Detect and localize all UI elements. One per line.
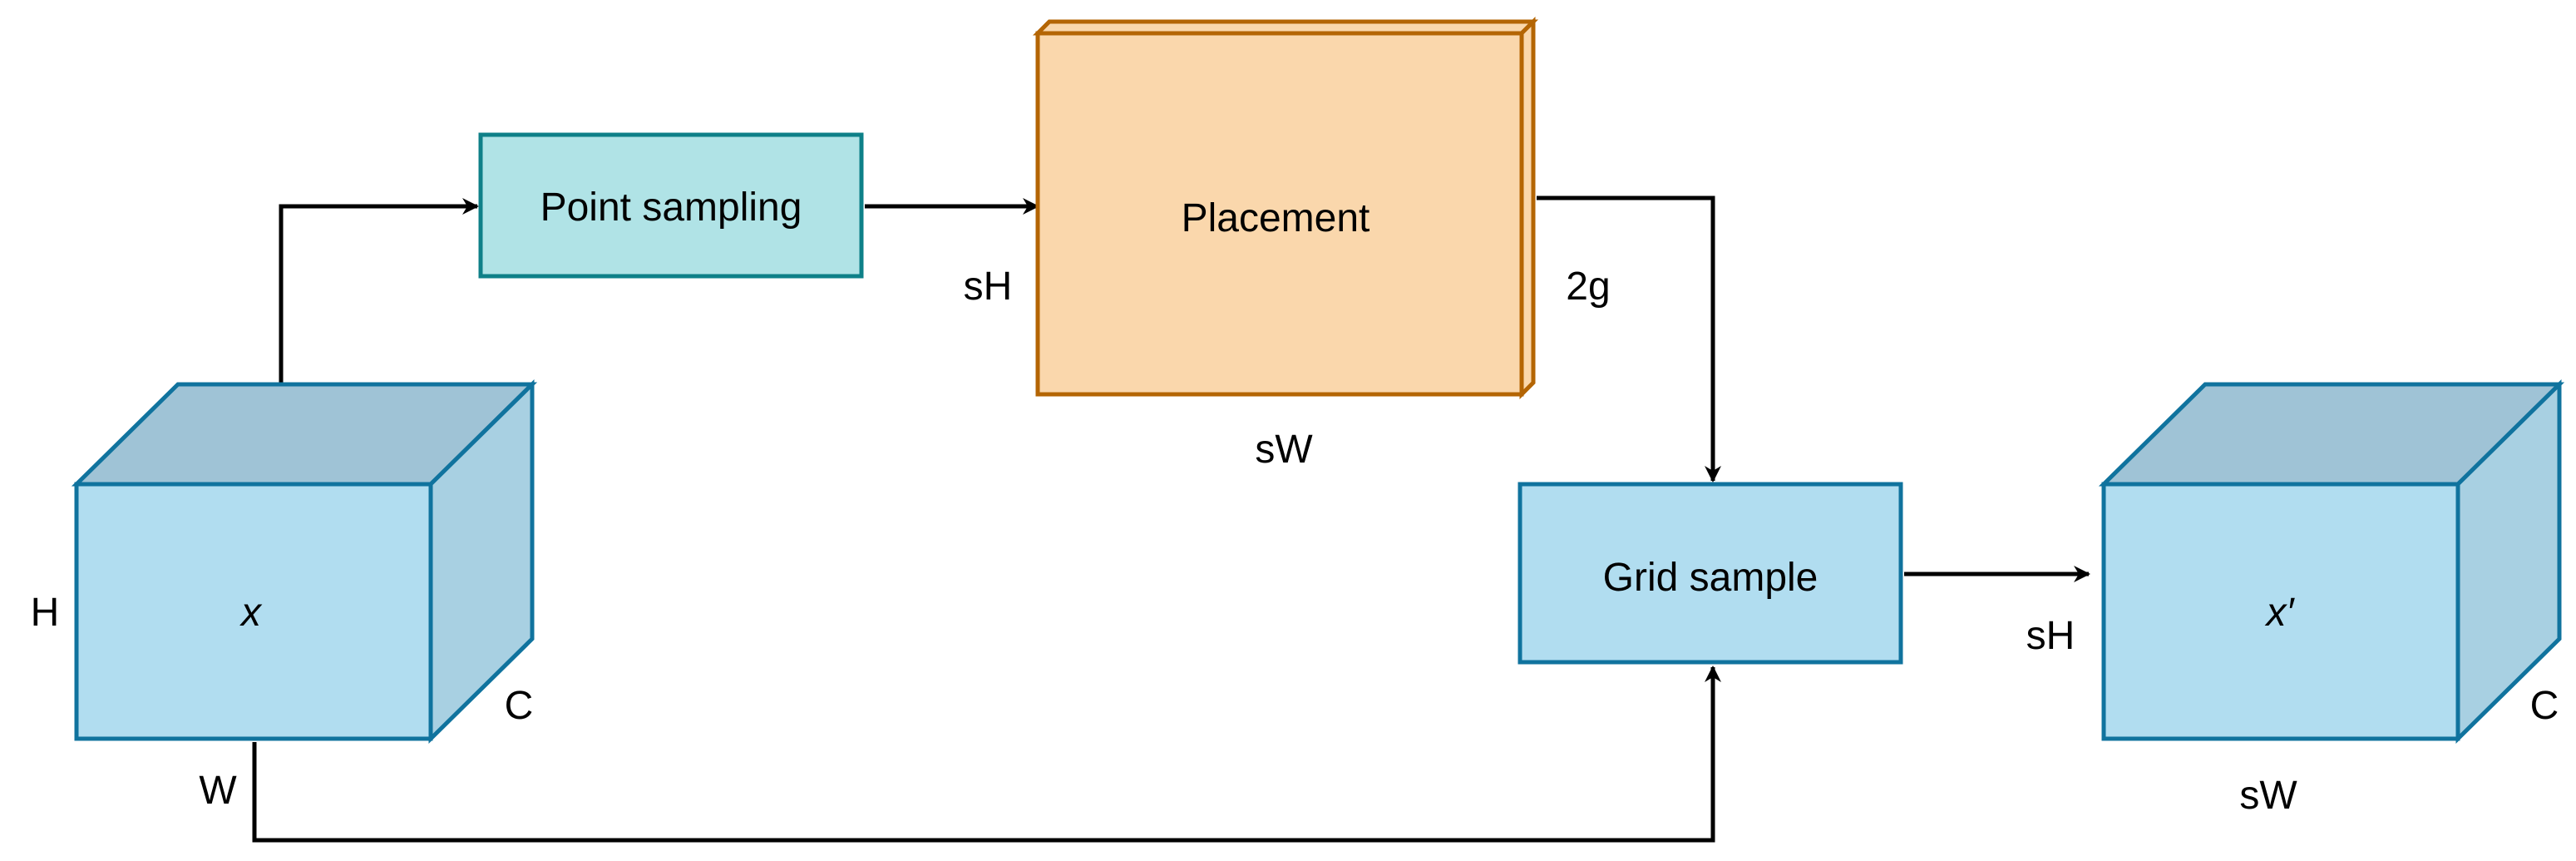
- point-sampling-block: Point sampling: [478, 132, 864, 279]
- placement-height-label: sH: [964, 265, 1013, 309]
- input-cube-front-face: [74, 482, 433, 741]
- input-height-label: H: [31, 591, 60, 635]
- output-cube-front-face: [2101, 482, 2460, 741]
- placement-block: Placement: [1032, 16, 1539, 400]
- point-sampling-label: Point sampling: [540, 186, 802, 230]
- input-cube-symbol: x: [239, 591, 263, 635]
- input-channel-label: C: [505, 684, 534, 728]
- grid-sample-block: Grid sample: [1517, 482, 1903, 665]
- placement-label: Placement: [1182, 196, 1370, 240]
- point-sampling-box: [478, 132, 864, 279]
- input-width-label: W: [199, 769, 237, 813]
- grid-sample-box: [1517, 482, 1903, 665]
- arrow-input-to-point-sampling: [279, 198, 479, 384]
- placement-front-face: [1035, 31, 1524, 397]
- output-cube: x′: [2098, 379, 2565, 744]
- output-width-label: sW: [2239, 774, 2297, 818]
- arrow-placement-to-grid-sample: [1537, 195, 1721, 482]
- output-height-label: sH: [2026, 614, 2075, 658]
- grid-sample-label: Grid sample: [1603, 556, 1818, 600]
- placement-width-label: sW: [1255, 428, 1313, 472]
- output-cube-symbol: x′: [2265, 591, 2296, 635]
- output-channel-label: C: [2530, 684, 2559, 728]
- placement-channel-label: 2g: [1566, 265, 1610, 309]
- connectors: [252, 195, 2090, 843]
- arrow-input-to-grid-sample: [252, 666, 1721, 843]
- input-cube: x: [71, 379, 538, 744]
